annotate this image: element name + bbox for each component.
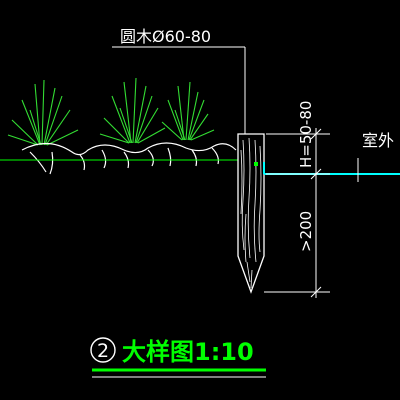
detail-number-circle [90,337,116,363]
dimensions [264,128,330,298]
grass-clump-2 [99,77,166,144]
detail-number: 2 [97,340,109,362]
soil-fold [79,154,86,171]
grass-clump-1 [7,79,79,146]
soil-fold [101,149,107,169]
grass-clump-3 [161,81,215,141]
soil-fold [147,149,154,167]
dim-tick [310,286,322,298]
soil-fold [167,147,172,167]
dim-tick [310,168,322,180]
grass-clumps [7,77,215,146]
soil-fold [211,147,219,165]
wood-grain [240,137,262,289]
detail-title: 2 大样图1:10 [90,337,266,378]
log-post [237,133,265,294]
log-callout-text: 圆木Ø60-80 [120,27,211,46]
soil-fold [191,149,198,167]
soil-mounds [21,142,237,175]
soil-fold [49,151,54,175]
height-marker [254,162,258,166]
log-callout: 圆木Ø60-80 [112,27,246,134]
soil-fold [29,151,47,173]
detail-title-text: 大样图1:10 [122,338,254,366]
dim-tick [310,128,322,140]
outdoor-label: 室外 [362,131,394,150]
log-outline [237,133,265,294]
height-dimension-text: H=50-80 [297,101,315,168]
soil-profile-top [21,142,237,156]
depth-dimension-text: >200 [297,211,315,252]
